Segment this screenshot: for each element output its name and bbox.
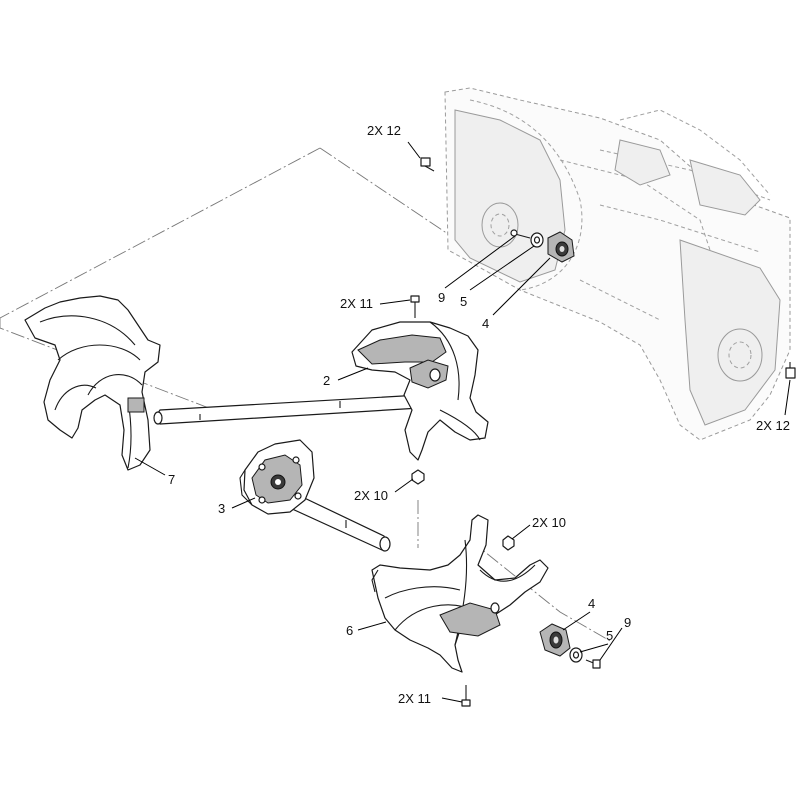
hex-nut-10-upper bbox=[411, 469, 425, 485]
callout-2x10-lower: 2X 10 bbox=[532, 515, 566, 530]
bearing-4-lower bbox=[539, 623, 571, 657]
hex-bolt-11-lower bbox=[461, 685, 471, 707]
auger-flight-right-upper bbox=[351, 321, 489, 461]
callout-9-lower: 9 bbox=[624, 615, 631, 630]
carriage-bolt-9-upper bbox=[510, 229, 531, 239]
callout-6: 6 bbox=[346, 623, 353, 638]
callout-2x12-right: 2X 12 bbox=[756, 418, 790, 433]
bearing-4-upper bbox=[547, 231, 575, 263]
callout-7: 7 bbox=[168, 472, 175, 487]
leader-lines bbox=[134, 141, 791, 703]
callout-5-lower: 5 bbox=[606, 628, 613, 643]
hex-nut-10-lower bbox=[502, 535, 515, 551]
callout-2x11-lower: 2X 11 bbox=[398, 691, 431, 706]
auger-housing-ghost bbox=[444, 87, 791, 441]
callout-4-upper: 4 bbox=[482, 316, 489, 331]
gearbox bbox=[239, 439, 315, 515]
callout-2x10-upper: 2X 10 bbox=[354, 488, 388, 503]
callout-labels: 2X 12 9 5 4 2X 11 2 2X 12 7 3 2X 10 2X 1… bbox=[168, 123, 790, 706]
hex-bolt-12-right bbox=[785, 362, 796, 379]
callout-2: 2 bbox=[323, 373, 330, 388]
washer-5-upper bbox=[530, 232, 544, 248]
callout-2x12-upper: 2X 12 bbox=[367, 123, 401, 138]
assembly-centerlines bbox=[0, 147, 613, 643]
hex-bolt-11-upper bbox=[410, 295, 420, 318]
washer-5-lower bbox=[569, 647, 583, 663]
callout-2x11-upper: 2X 11 bbox=[340, 296, 373, 311]
carriage-bolt-9-lower bbox=[585, 659, 601, 669]
callout-5-upper: 5 bbox=[460, 294, 467, 309]
callout-9-upper: 9 bbox=[438, 290, 445, 305]
callout-4-lower: 4 bbox=[588, 596, 595, 611]
auger-flight-left bbox=[24, 295, 161, 471]
hex-bolt-12-upper bbox=[420, 157, 435, 172]
callout-3: 3 bbox=[218, 501, 225, 516]
auger-flight-lower bbox=[371, 514, 549, 673]
